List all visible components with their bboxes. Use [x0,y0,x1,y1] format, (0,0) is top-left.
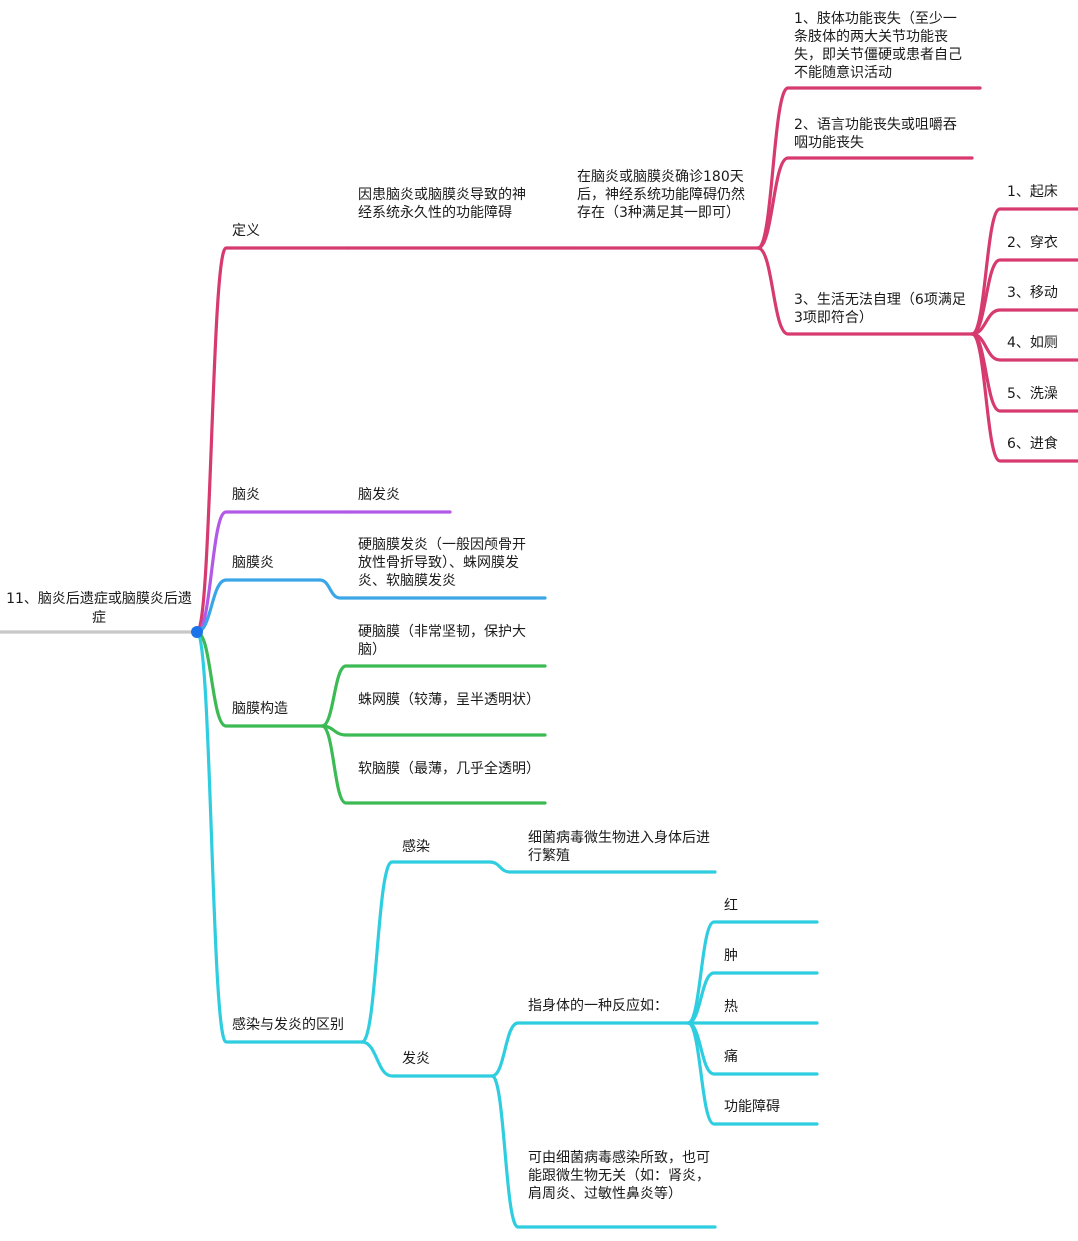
connector-condition-speech [756,156,974,250]
connector-definition [195,246,350,634]
topic-symptom-pain[interactable]: 痛 [724,1049,738,1065]
connector-encephalitis [195,510,350,634]
connector-symptom-5 [686,1021,819,1126]
topic-meningitis[interactable]: 脑膜炎 [232,555,274,571]
topic-infection-vs-inflammation[interactable]: 感染与发炎的区别 [232,1017,344,1033]
connector-activity-2 [970,258,1078,336]
topic-activity-dress[interactable]: 2、穿衣 [1007,235,1058,251]
connector-activity-1 [970,207,1078,336]
topic-definition-detail[interactable]: 因患脑炎或脑膜炎导致的神经系统永久性的功能障碍 [358,187,526,221]
topic-arachnoid-mater[interactable]: 蛛网膜（较薄，呈半透明状） [358,692,540,708]
topic-definition[interactable]: 定义 [232,223,260,239]
connector-symptom-1 [686,920,819,1025]
connector-condition-selfcare [756,246,974,336]
topic-infection[interactable]: 感染 [402,839,430,855]
topic-activity-bath[interactable]: 5、洗澡 [1007,386,1058,402]
topic-activity-toilet[interactable]: 4、如厕 [1007,335,1058,351]
connector-difference [195,630,364,1044]
topic-activity-eat[interactable]: 6、进食 [1007,436,1058,452]
connector-inflammation-cause [490,1074,717,1229]
connector-symptom-2 [686,971,819,1025]
topic-symptom-heat[interactable]: 热 [724,999,738,1015]
connector-inflammation [360,1040,494,1078]
topic-definition-duration[interactable]: 在脑炎或脑膜炎确诊180天后，神经系统功能障碍仍然存在（3种满足其一即可） [577,169,745,221]
topic-meningitis-detail[interactable]: 硬脑膜发炎（一般因颅骨开放性骨折导致）、蛛网膜发炎、软脑膜发炎 [358,537,526,589]
connector-structure-3 [320,724,547,805]
connector-structure-2 [320,724,547,737]
topic-pia-mater[interactable]: 软脑膜（最薄，几乎全透明） [358,761,540,777]
topic-activity-move[interactable]: 3、移动 [1007,285,1058,301]
topic-symptom-dysfunction[interactable]: 功能障碍 [724,1099,780,1115]
connector-infection [360,860,492,1044]
topic-encephalitis-detail[interactable]: 脑发炎 [358,487,400,503]
connector-meningitis-detail [318,578,547,600]
connector-structure-1 [320,664,547,728]
connector-activity-6 [970,332,1078,463]
connector-inflammation-reaction [490,1021,690,1078]
connector-meningitis [195,578,322,634]
connector-condition-limb [756,86,982,250]
topic-dura-mater[interactable]: 硬脑膜（非常坚韧，保护大脑） [358,624,526,658]
topic-encephalitis[interactable]: 脑炎 [232,487,260,503]
connector-infection-detail [488,860,717,874]
connector-symptom-4 [686,1021,819,1076]
topic-inflammation-cause[interactable]: 可由细菌病毒感染所致，也可能跟微生物无关（如：肾炎，肩周炎、过敏性鼻炎等） [528,1150,710,1202]
topic-inflammation[interactable]: 发炎 [402,1051,430,1067]
connector-activity-3 [970,308,1078,336]
root-topic[interactable]: 11、脑炎后遗症或脑膜炎后遗症 [6,591,192,626]
connector-structure [195,630,324,728]
topic-condition-speech[interactable]: 2、语言功能丧失或咀嚼吞咽功能丧失 [794,117,957,151]
topic-symptom-red[interactable]: 红 [724,898,738,914]
topic-activity-getup[interactable]: 1、起床 [1007,184,1058,200]
topic-condition-limb[interactable]: 1、肢体功能丧失（至少一条肢体的两大关节功能丧失，即关节僵硬或患者自己不能随意识… [794,11,962,81]
topic-meninges-structure[interactable]: 脑膜构造 [232,701,288,717]
topic-symptom-swelling[interactable]: 肿 [724,948,738,964]
topic-infection-detail[interactable]: 细菌病毒微生物进入身体后进行繁殖 [528,830,710,864]
topic-condition-selfcare[interactable]: 3、生活无法自理（6项满足3项即符合） [794,292,966,326]
root-node-dot[interactable] [191,626,203,638]
topic-inflammation-reaction[interactable]: 指身体的一种反应如： [528,998,668,1014]
